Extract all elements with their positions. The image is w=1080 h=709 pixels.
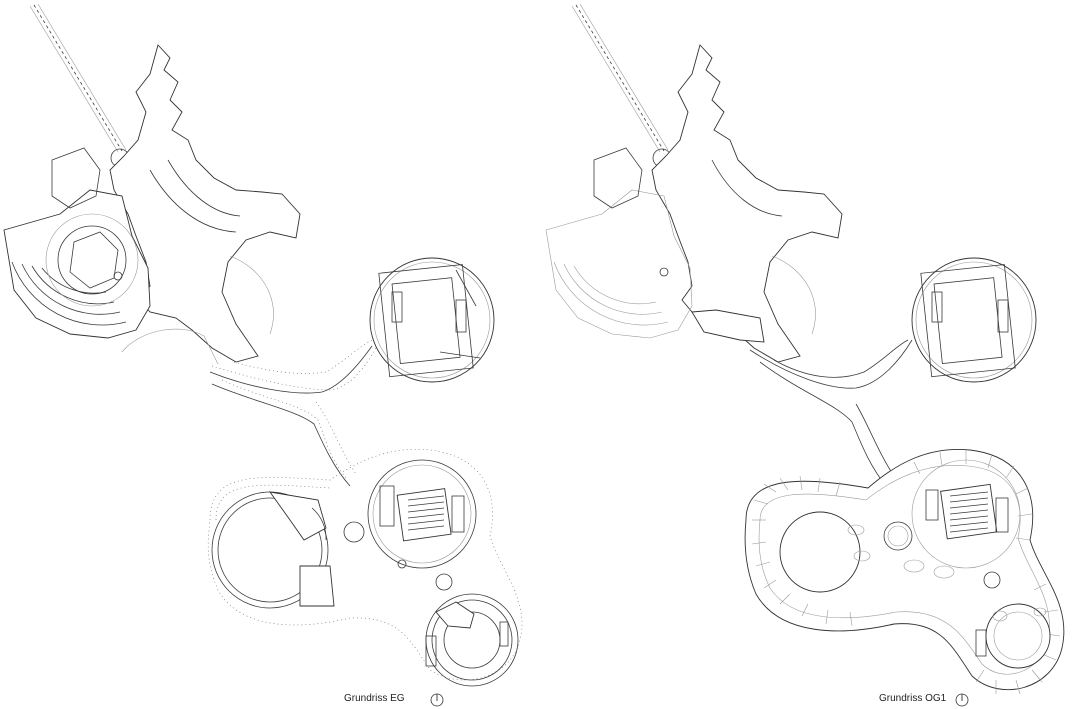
auditorium-round: [911, 459, 1021, 569]
north-wing-outline: [651, 44, 843, 363]
west-drum: [3, 147, 151, 339]
west-round-court: [211, 491, 335, 609]
room-dividers: [751, 450, 1061, 695]
plan-caption-og1: Grundriss OG1: [879, 693, 947, 704]
plan-caption-eg: Grundriss EG: [344, 693, 405, 704]
south-cluster-boundary: [207, 448, 523, 681]
plan-ground-floor: [3, 3, 523, 687]
north-wing-outline: [109, 44, 301, 363]
auditorium-round: [343, 459, 477, 591]
north-arrow-icon: [955, 693, 969, 707]
plan-upper-floor: [545, 3, 1065, 695]
south-round: [975, 603, 1051, 669]
ne-circular-building: [369, 257, 495, 383]
diagonal-entry-path: [571, 3, 672, 168]
furniture-groups: [847, 524, 1047, 622]
west-drum-faint: [545, 147, 693, 339]
ne-circular-building: [911, 257, 1037, 383]
south-round: [425, 593, 519, 687]
bridge-corridors: [209, 339, 379, 487]
bridge-corridors: [749, 339, 913, 487]
diagonal-entry-path: [29, 3, 130, 168]
north-arrow-icon: [430, 693, 444, 707]
